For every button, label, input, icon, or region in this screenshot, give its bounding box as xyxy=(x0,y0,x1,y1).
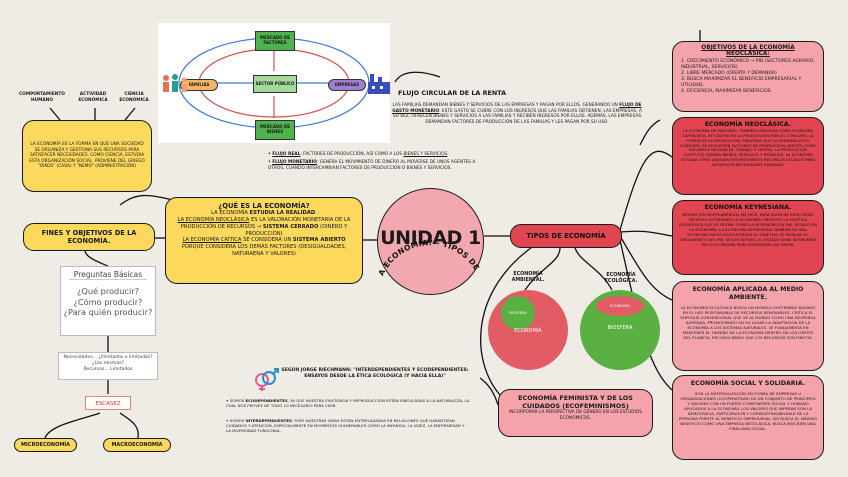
flujo-description: LAS FAMILIAS DEMANDAN BIENES Y SERVICIOS… xyxy=(392,103,642,125)
feminista-box: ECONOMÍA FEMINISTA Y DE LOS CUIDADOS (EC… xyxy=(498,389,653,437)
objetivo-2: 2. LIBRE MERCADO (OFERTA Y DEMANDA) xyxy=(681,70,777,76)
keynesiana-box: ECONOMÍA KEYNESIANA. KEYNES (EN NORTEAMÉ… xyxy=(672,200,824,275)
aplicada-title: ECONOMÍA APLICADA AL MEDIO AMBIENTE. xyxy=(692,286,804,301)
pregunta-1: ¿Qué producir? xyxy=(77,286,139,296)
node-familias: FAMILIAS xyxy=(180,79,218,91)
economia-definition-text: LA ECONOMÍA ES LA FORMA EN QUE UNA SOCIE… xyxy=(29,142,145,170)
aplicada-medio-ambiente-box: ECONOMÍA APLICADA AL MEDIO AMBIENTE. LA … xyxy=(672,281,824,371)
flujo-circular-diagram: MERCADO DE FACTORES MERCADO DE BIENES SE… xyxy=(158,23,390,143)
feminista-text: INCORPORAR LA PERSPECTIVA DE GÉNERO EN L… xyxy=(509,410,642,421)
node-mercado-factores: MERCADO DE FACTORES xyxy=(255,31,295,51)
microeconomia-node: MICROECONOMÍA xyxy=(14,438,77,452)
keynesiana-text: KEYNES (EN NORTEAMÉRICA) EN 1929. PARA S… xyxy=(679,211,817,248)
unidad-center-node: UNIDAD 1 xyxy=(377,188,484,295)
neoclasica-text: LA ECONOMÍA DE MERCADO, TAMBIÉN CONOCIDA… xyxy=(679,127,817,168)
objetivos-title: OBJETIVOS DE LA ECONOMÍA NEOCLÁSICA: xyxy=(701,45,795,57)
gender-symbols-icon xyxy=(255,368,279,391)
que-es-title: ¿QUÉ ES LA ECONOMÍA? xyxy=(218,202,310,210)
necesidades-text2: ¿Las mismas? xyxy=(92,360,124,366)
family-icon xyxy=(163,74,187,92)
label-comportamiento: COMPORTAMIENTO HUMANO xyxy=(19,92,65,103)
riechmann-intro: SEGÚN JORGE RIECHMANN: "INTERDEPENDIENTE… xyxy=(281,368,469,379)
pregunta-3: ¿Para quién producir? xyxy=(63,307,153,318)
aplicada-text: LA ECONOMÍA ECOLÓGICA BUSCA UN MODELO SO… xyxy=(680,304,816,340)
que-es-line2: LA ECONOMÍA NEOCLÁSICA ES LA VALORACIÓN … xyxy=(177,217,351,237)
eco-ecologica-label: ECONOMÍA ECOLÓGICA. xyxy=(604,273,638,285)
center-arc-text: ¿QUÉ ES LA ECONOMÍA? - TIPOS DE ECONOMÍA xyxy=(365,176,483,277)
factory-icon xyxy=(368,74,390,94)
social-solidaria-box: ECONOMÍA SOCIAL Y SOLIDARIA. SON LA MATE… xyxy=(672,375,824,460)
fines-objetivos-node: FINES Y OBJETIVOS DE LA ECONOMÍA. xyxy=(23,223,155,251)
macroeconomia-node: MACROECONOMÍA xyxy=(103,438,171,452)
que-es-line1: LA ECONOMÍA ESTUDIA LA REALIDAD. xyxy=(211,210,317,217)
flujo-title: FLUJO CIRCULAR DE LA RENTA xyxy=(398,89,507,97)
node-sector-publico: SECTOR PÚBLICO xyxy=(253,75,297,93)
social-title: ECONOMÍA SOCIAL Y SOLIDARIA. xyxy=(690,380,806,387)
tipos-economia-node: TIPOS DE ECONOMÍA xyxy=(510,224,622,248)
ecodependientes-bullet: SOMOS ECODEPENDIENTES, YA QUE NUESTRA EX… xyxy=(226,398,470,408)
neoclasica-box: ECONOMÍA NEOCLÁSICA. LA ECONOMÍA DE MERC… xyxy=(672,117,824,195)
eco-ecologica-outer-label: BIOSFERA xyxy=(607,325,633,331)
preguntas-header: Preguntas Básicas xyxy=(69,270,147,280)
pregunta-2: ¿Cómo producir? xyxy=(73,296,143,307)
eco-ambiental-inner: BIOSFERA xyxy=(501,296,535,330)
eco-ecologica-inner: ECONOMÍA xyxy=(596,296,644,316)
objetivo-1: 1. CRECIMIENTO ECONÓMICO → PIB (SECTORES… xyxy=(681,59,815,70)
eco-ecologica-outer: ECONOMÍA BIOSFERA xyxy=(580,290,660,370)
neoclasica-title: ECONOMÍA NEOCLÁSICA. xyxy=(704,121,792,128)
eco-ambiental-outer: BIOSFERA ECONOMÍA xyxy=(488,290,568,370)
feminista-title: ECONOMÍA FEMINISTA Y DE LOS CUIDADOS (EC… xyxy=(518,394,633,410)
eco-ambiental-outer-label: ECONOMÍA xyxy=(514,328,542,334)
objetivos-neoclasica-box: OBJETIVOS DE LA ECONOMÍA NEOCLÁSICA: 1. … xyxy=(672,41,824,112)
node-mercado-bienes: MERCADO DE BIENES xyxy=(255,120,295,140)
que-es-line3: LA ECONOMÍA CRÍTICA SE CONSIDERA UN SIST… xyxy=(181,237,347,257)
economia-definition-box: LA ECONOMÍA ES LA FORMA EN QUE UNA SOCIE… xyxy=(22,120,152,192)
label-ciencia: CIENCIA ECONÓMICA xyxy=(119,92,149,103)
svg-text:¿QUÉ ES LA ECONOMÍA? - TIPOS D: ¿QUÉ ES LA ECONOMÍA? - TIPOS DE ECONOMÍA xyxy=(365,176,483,277)
interdependientes-bullet: SOMOS INTERDEPENDIENTES, PUES NUESTRAS V… xyxy=(226,418,470,433)
escasez-label: ESCASEZ xyxy=(85,396,131,410)
necesidades-text3: Recursos... Limitados xyxy=(83,366,133,372)
label-actividad: ACTIVIDAD ECONÓMICA xyxy=(78,92,108,103)
necesidades-card: Necesidades... ¿Ilimitadas o limitadas? … xyxy=(58,352,158,380)
unidad-title: UNIDAD 1 xyxy=(380,227,481,249)
flujo-real: FLUJO REAL: FACTORES DE PRODUCCIÓN, ASÍ … xyxy=(268,152,493,158)
keynesiana-title: ECONOMÍA KEYNESIANA. xyxy=(704,204,792,211)
necesidades-text1: Necesidades... ¿Ilimitadas o limitadas? xyxy=(63,355,153,360)
node-empresas: EMPRESAS xyxy=(328,79,366,91)
flujo-monetario: FLUJO MONETARIO: GENERA EL MOVIMIENTO DE… xyxy=(268,160,493,171)
eco-ambiental-label: ECONOMÍA AMBIENTAL. xyxy=(511,272,545,284)
social-text: SON LA MATERIALIZACIÓN EN FORMA DE EMPRE… xyxy=(679,390,817,432)
preguntas-card: Preguntas Básicas ¿Qué producir? ¿Cómo p… xyxy=(60,266,156,336)
objetivo-4: 4. EFICIENCIA, MAXIMIZAR BENEFICIOS. xyxy=(681,88,773,94)
objetivo-3: 3. BUSCA MAXIMIZAR EL BENEFICIO EMPRESAR… xyxy=(681,76,802,88)
que-es-economia-box: ¿QUÉ ES LA ECONOMÍA? LA ECONOMÍA ESTUDIA… xyxy=(165,197,363,284)
